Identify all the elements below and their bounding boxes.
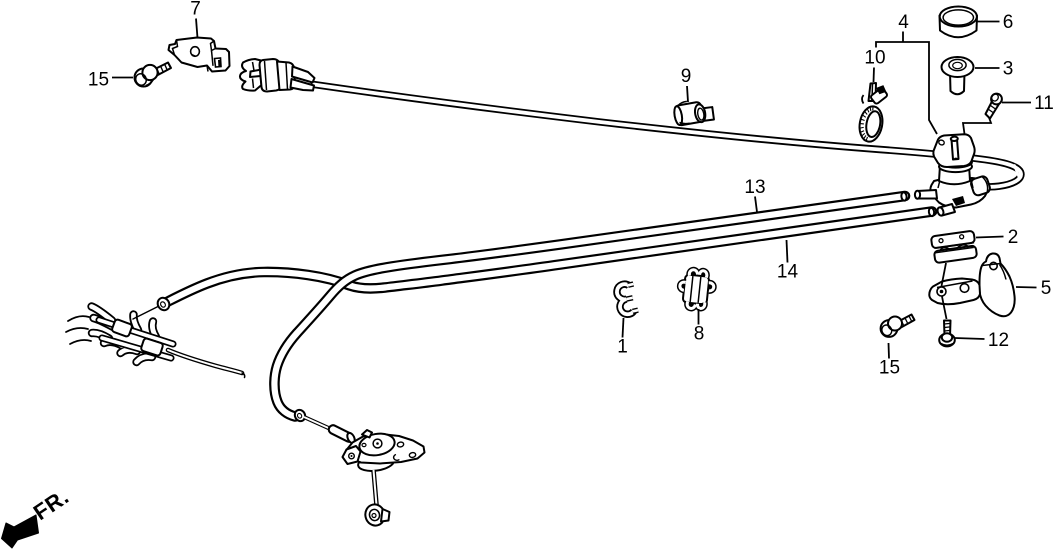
svg-text:2: 2	[1008, 227, 1019, 248]
svg-text:13: 13	[744, 177, 765, 198]
svg-text:14: 14	[777, 262, 799, 283]
svg-text:5: 5	[1041, 278, 1052, 299]
svg-text:4: 4	[898, 12, 909, 33]
svg-text:15: 15	[88, 70, 109, 91]
svg-text:3: 3	[1003, 59, 1014, 80]
svg-text:8: 8	[694, 324, 705, 345]
svg-text:15: 15	[879, 358, 900, 379]
svg-text:7: 7	[190, 0, 201, 20]
svg-text:11: 11	[1034, 93, 1054, 114]
svg-text:10: 10	[864, 48, 885, 69]
svg-text:1: 1	[617, 337, 628, 358]
svg-text:12: 12	[988, 330, 1009, 351]
svg-text:9: 9	[681, 66, 692, 87]
svg-text:6: 6	[1003, 12, 1014, 33]
